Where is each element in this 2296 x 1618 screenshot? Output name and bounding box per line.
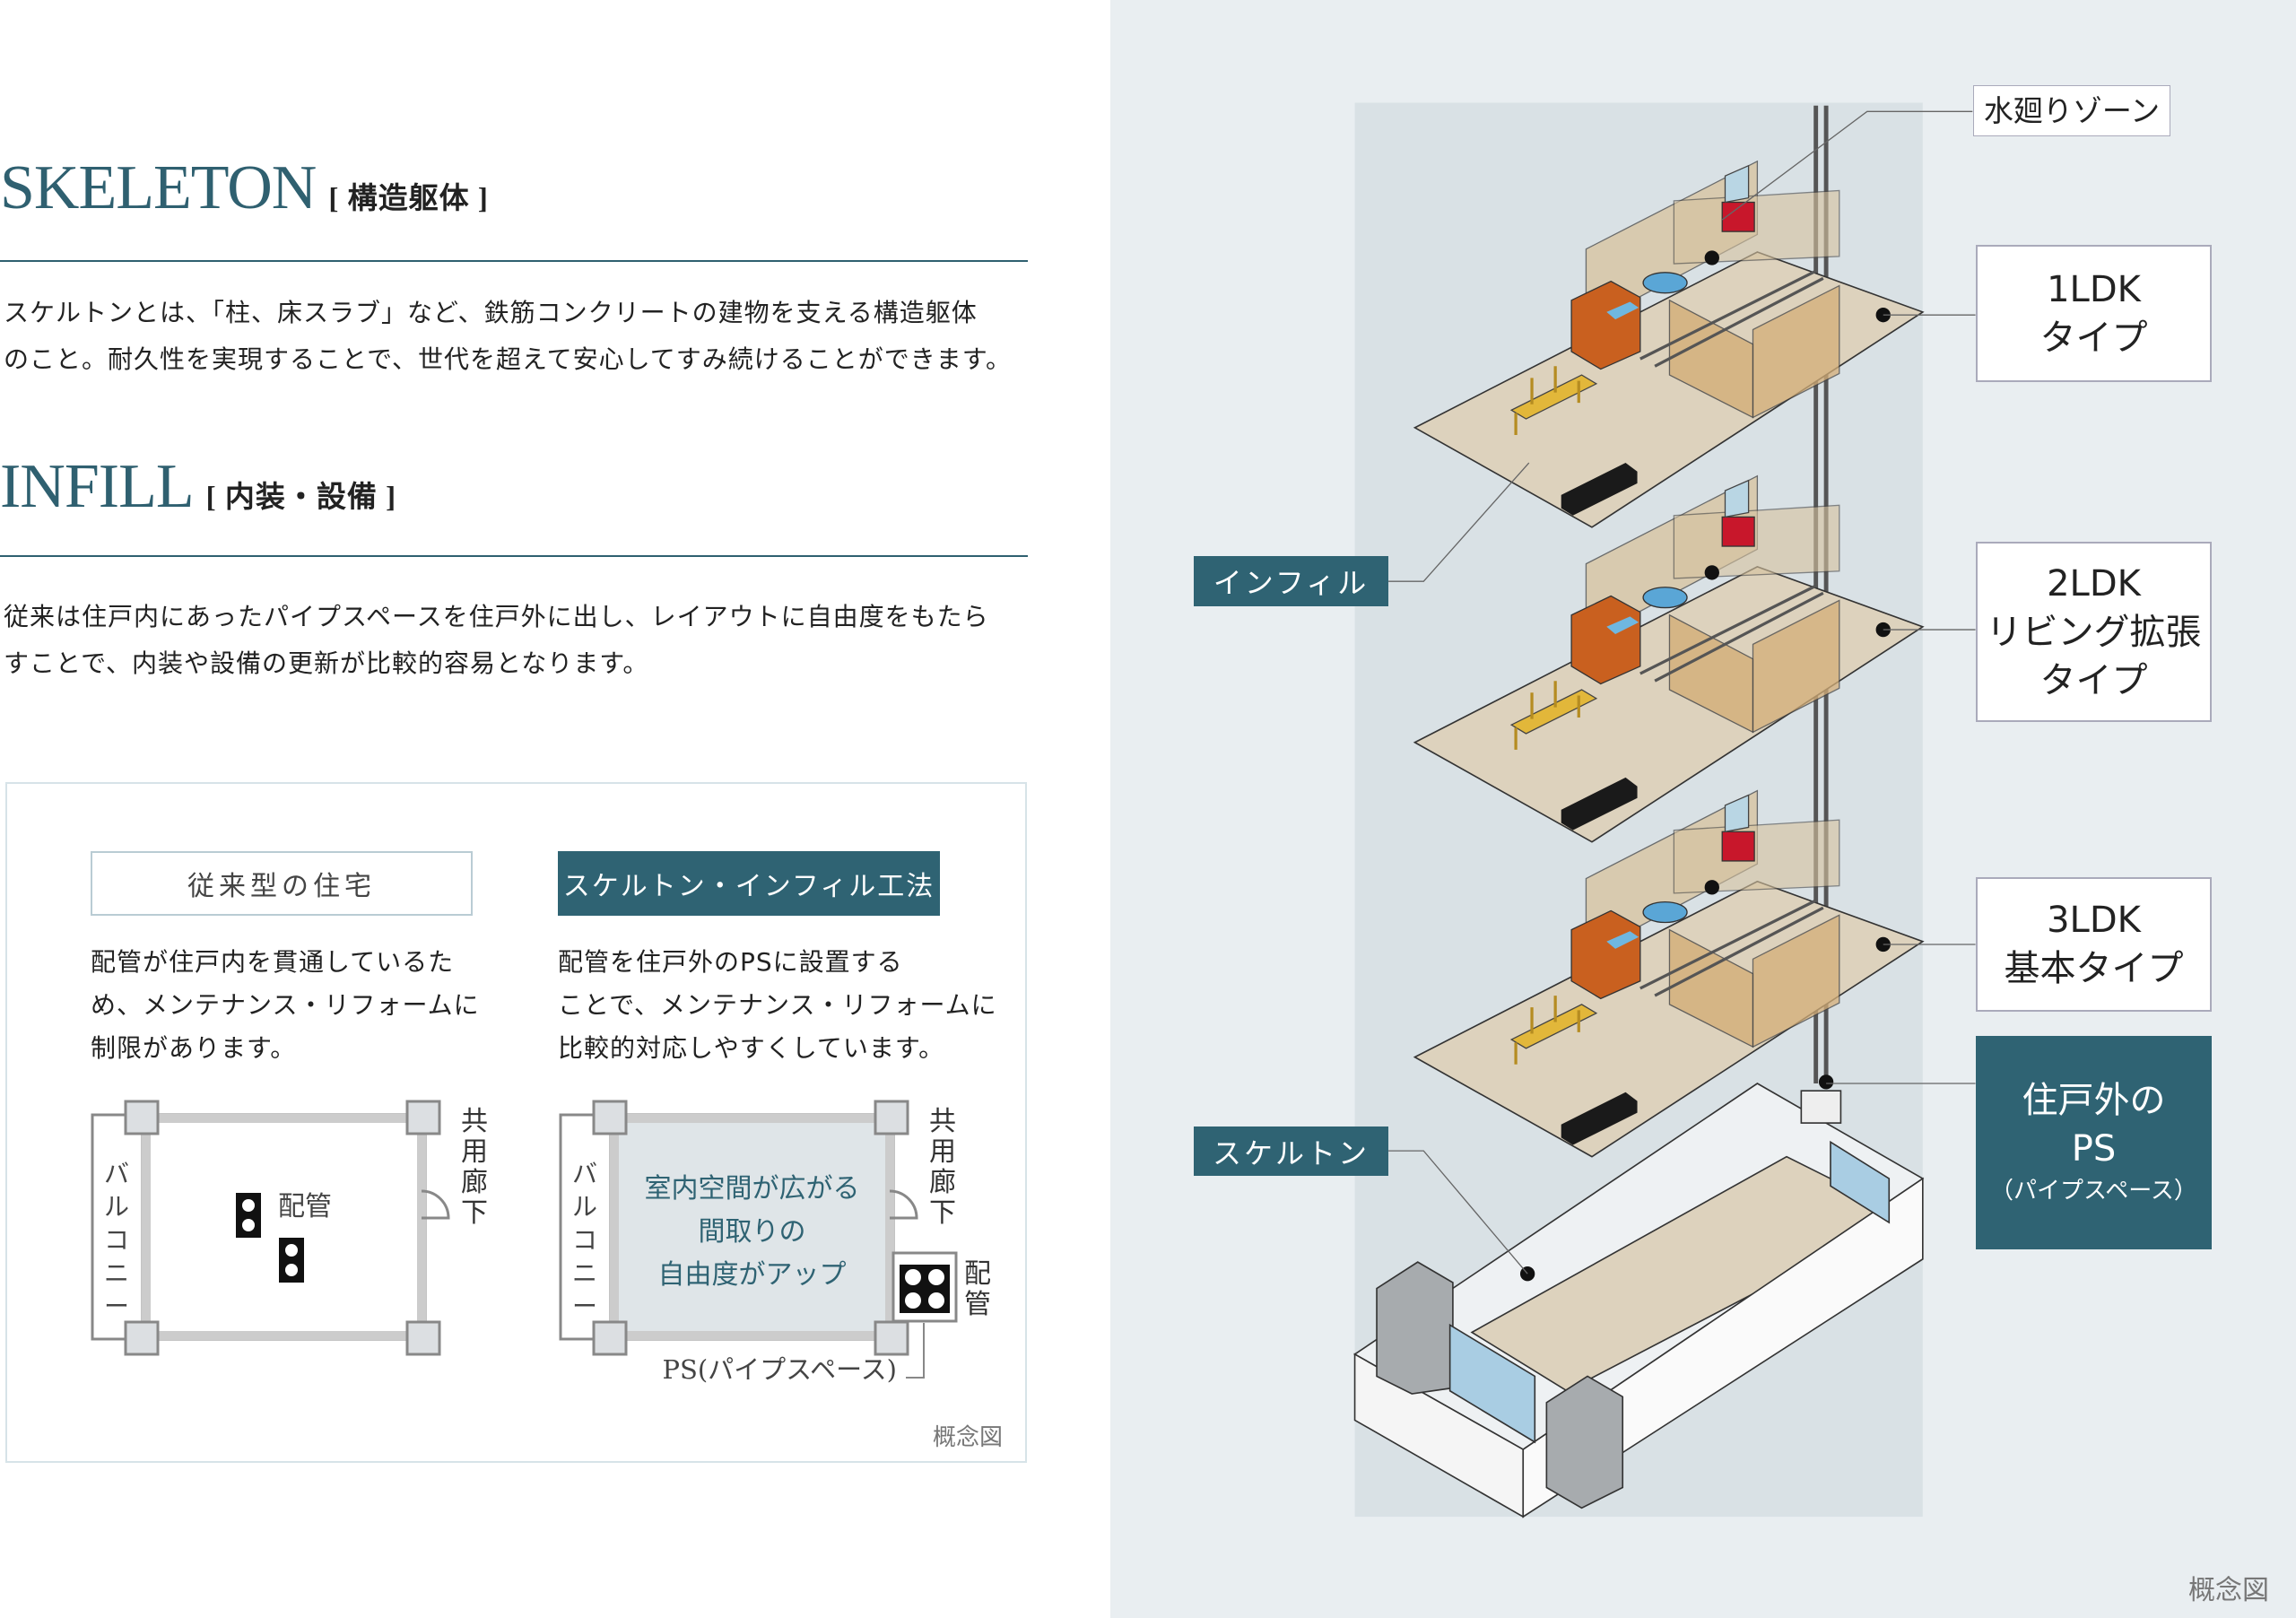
skeleton-description: スケルトンとは、「柱、床スラブ」など、鉄筋コンクリートの建物を支える構造躯体 の… [4,290,1012,383]
skeleton-title: SKELETON [0,153,317,222]
text-line: すことで、内装や設備の更新が比較的容易となります。 [4,648,649,678]
concept-note: 概念図 [933,1424,1004,1451]
pipe-icon [236,1193,304,1283]
room [141,1113,427,1341]
corridor-label: 共用廊下 [461,1106,488,1229]
text-line: 住戸外の [2022,1080,2166,1121]
type-2ldk-label: 2LDK リビング拡張タイプ [1976,542,2212,722]
building-illustration [1353,102,1976,1518]
si-description: 配管を住戸外のPSに設置する ことで、メンテナンス・リフォームに 比較的対応しや… [558,941,997,1070]
corridor-label: 共用廊下 [929,1106,956,1229]
text-line: タイプ [2039,317,2148,359]
text-line: 室内空間が広がる [644,1173,860,1205]
text-line: 制限があります。 [91,1033,297,1063]
balcony-label: バルコニー [571,1159,597,1321]
text-line: 基本タイプ [2004,948,2184,989]
skeleton-heading: SKELETON [ 構造躯体 ] [0,152,489,224]
conventional-description: 配管が住戸内を貫通しているた め、メンテナンス・リフォームに 制限があります。 [91,941,480,1070]
balcony-label: バルコニー [103,1159,129,1321]
text-line: タイプ [2039,659,2148,701]
plan-labels: 配管 PS(パイプスペース) [278,1191,897,1385]
infill-label: インフィル [1194,556,1388,606]
text-line: ことで、メンテナンス・リフォームに [558,990,997,1020]
pipe-label: 配管 [278,1191,332,1222]
type-3ldk-label: 3LDK 基本タイプ [1976,877,2212,1012]
text-line: 従来は住戸内にあったパイプスペースを住戸外に出し、レイアウトに自由度をもたら [4,602,989,631]
infill-description: 従来は住戸内にあったパイプスペースを住戸外に出し、レイアウトに自由度をもたら す… [4,594,989,687]
si-method-label: スケルトン・インフィル工法 [558,851,940,916]
external-ps-label: 住戸外の PS （パイプスペース） [1976,1036,2212,1249]
infill-title: INFILL [0,452,195,521]
text-line: のこと。耐久性を実現することで、世代を超えて安心してすみ続けることができます。 [4,344,1013,374]
divider [0,260,1028,262]
door [421,1189,450,1220]
room [609,1113,895,1341]
text-line: 3LDK [2047,900,2141,941]
concept-note: 概念図 [2188,1575,2269,1606]
floor-plans: 配管 PS(パイプスペース) [91,1100,958,1385]
text-line: 1LDK [2047,268,2141,310]
si-plan [559,1100,958,1379]
conventional-plan [91,1100,450,1356]
text-line: リビング拡張 [1986,611,2202,653]
text-line: スケルトンとは、「柱、床スラブ」など、鉄筋コンクリートの建物を支える構造躯体 [4,298,978,327]
text-line: 配管を住戸外のPSに設置する [558,947,903,977]
leader-lines [1388,110,1976,1274]
text-line: 2LDK [2047,562,2141,605]
text-line: PS [2071,1128,2117,1170]
text-line: 配管が住戸内を貫通しているた [91,947,455,977]
door [889,1189,918,1220]
infill-subtitle: [ 内装・設備 ] [205,482,397,514]
skeleton-subtitle: [ 構造躯体 ] [328,183,489,215]
text-line: め、メンテナンス・リフォームに [91,990,480,1020]
text-line: 間取りの [698,1216,806,1248]
pipe-label: 配管 [964,1258,991,1320]
text-line: 比較的対応しやすくしています。 [558,1033,945,1063]
divider [0,555,1028,557]
ps-label: PS(パイプスペース) [662,1354,897,1385]
skeleton-label: スケルトン [1194,1127,1388,1176]
room-benefit-text: 室内空間が広がる 間取りの 自由度がアップ [614,1168,890,1297]
skeleton-base [1353,1074,1925,1518]
water-zone-label: 水廻りゾーン [1973,85,2170,136]
text-line: 自由度がアップ [657,1259,847,1291]
conventional-label: 従来型の住宅 [91,851,473,916]
text-line: （パイプスペース） [1990,1178,2197,1205]
infill-heading: INFILL [ 内装・設備 ] [0,451,396,523]
type-1ldk-label: 1LDK タイプ [1976,245,2212,382]
